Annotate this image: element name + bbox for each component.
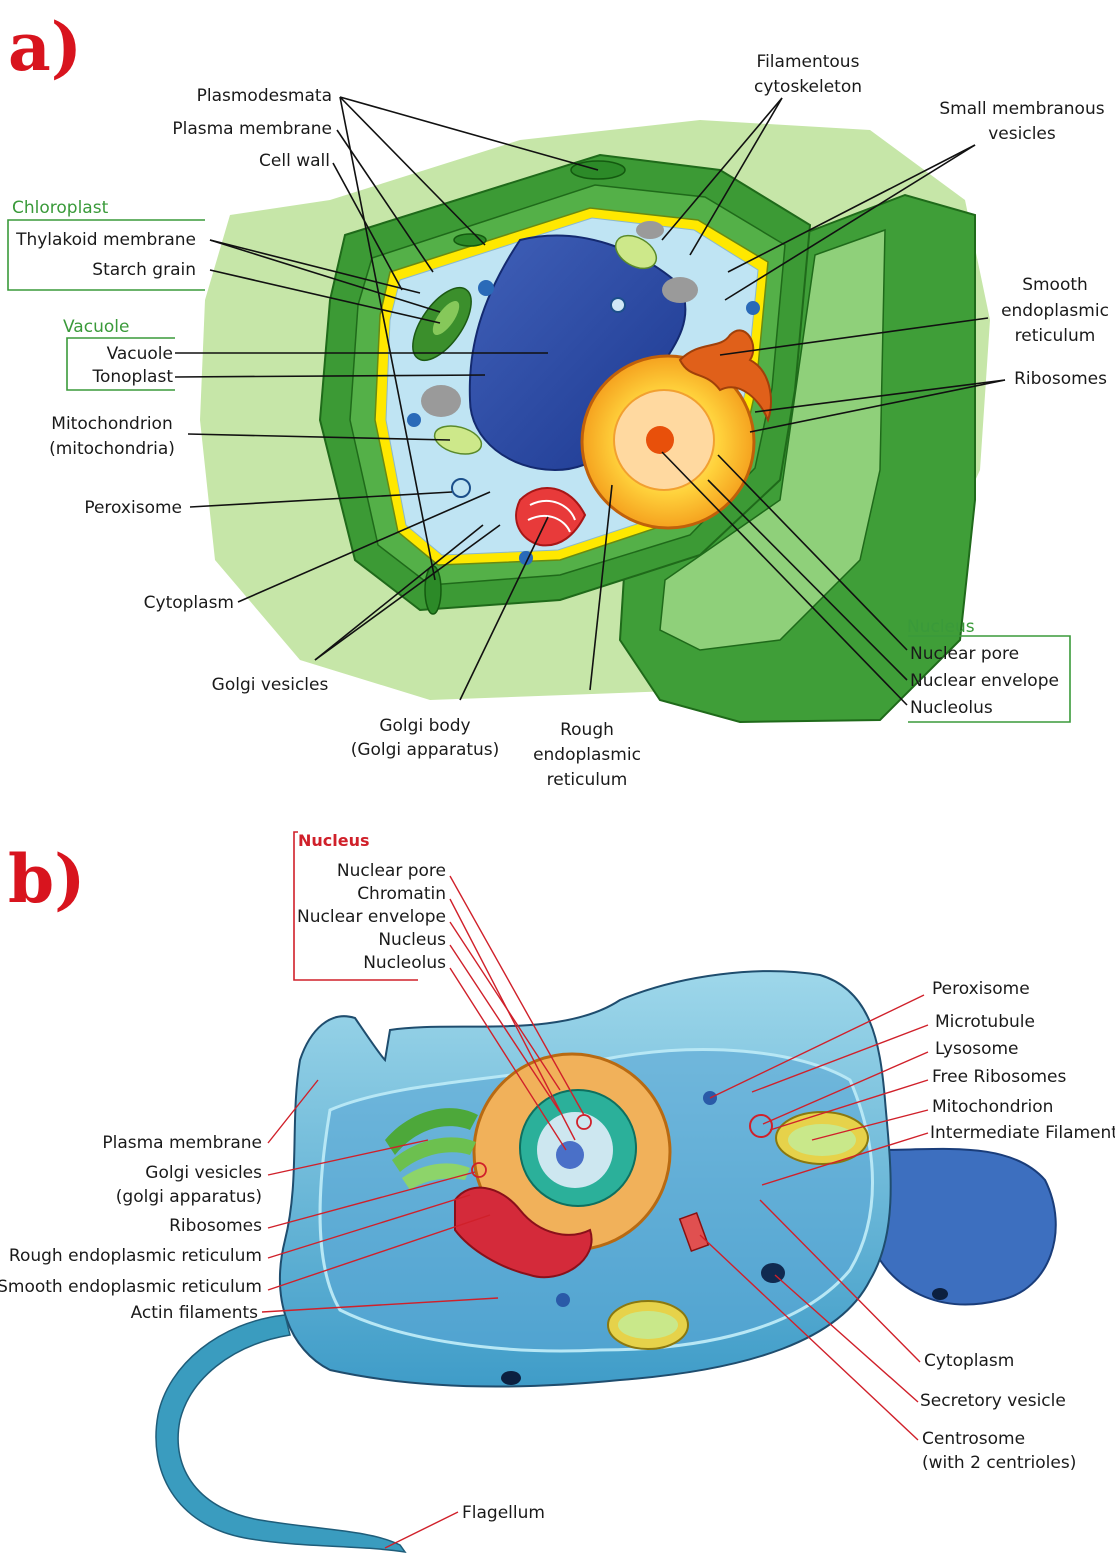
plant-group-nucleus: Nucleus — [907, 617, 975, 637]
plant-label-starch: Starch grain — [92, 260, 196, 280]
animal-label-flagellum: Flagellum — [462, 1503, 545, 1523]
plant-label-nuclear-envelope: Nuclear envelope — [910, 671, 1059, 691]
plant-label-smooth-er-1: Smooth — [1022, 275, 1088, 295]
plant-label-rough-er-3: reticulum — [547, 770, 628, 790]
plant-label-thylakoid: Thylakoid membrane — [15, 230, 196, 250]
animal-nucleolus-shape — [556, 1141, 584, 1169]
plant-label-plasma-membrane: Plasma membrane — [172, 119, 332, 139]
animal-dark-spot-1 — [501, 1371, 521, 1385]
plant-label-mitochondrion-2: (mitochondria) — [49, 439, 175, 459]
animal-label-mitochondrion: Mitochondrion — [932, 1097, 1053, 1117]
plant-nucleolus-shape — [646, 426, 674, 454]
plant-group-chloroplast: Chloroplast — [12, 198, 109, 218]
animal-label-ribosomes: Ribosomes — [169, 1216, 262, 1236]
animal-label-golgi-1: Golgi vesicles — [145, 1163, 262, 1183]
plant-group-vacuole: Vacuole — [63, 317, 129, 337]
animal-label-nuclear-pore: Nuclear pore — [337, 861, 446, 881]
animal-cell-back-lobe — [880, 1149, 1056, 1305]
animal-mitochondrion-1-inner — [788, 1124, 856, 1156]
plant-label-smooth-er-3: reticulum — [1015, 326, 1096, 346]
plant-peroxisome-shape — [452, 479, 470, 497]
animal-label-chromatin: Chromatin — [357, 884, 446, 904]
plant-grey-body-2 — [662, 277, 698, 303]
plant-label-filament-1: Filamentous — [757, 52, 860, 72]
plant-label-small-vesicles-2: vesicles — [988, 124, 1056, 144]
animal-vesicle-1 — [556, 1293, 570, 1307]
animal-mitochondrion-2-inner — [618, 1311, 678, 1339]
animal-label-golgi-2: (golgi apparatus) — [116, 1187, 262, 1207]
animal-label-intermediate: Intermediate Filaments — [930, 1123, 1115, 1143]
animal-label-rough-er: Rough endoplasmic reticulum — [9, 1246, 262, 1266]
plant-grey-body-3 — [636, 221, 664, 239]
animal-label-secretory: Secretory vesicle — [920, 1391, 1066, 1411]
plant-label-tonoplast: Tonoplast — [91, 367, 173, 387]
plant-cell — [200, 120, 990, 722]
plant-label-smooth-er-2: endoplasmic — [1001, 301, 1109, 321]
animal-label-microtubule: Microtubule — [935, 1012, 1035, 1032]
plant-label-cytoplasm: Cytoplasm — [144, 593, 234, 613]
plant-vesicle-3 — [407, 413, 421, 427]
animal-label-centrosome-2: (with 2 centrioles) — [922, 1453, 1076, 1473]
plant-label-golgi-vesicles: Golgi vesicles — [212, 675, 329, 695]
animal-label-peroxisome: Peroxisome — [932, 979, 1030, 999]
plant-label-vacuole: Vacuole — [107, 344, 173, 364]
plant-label-ribosomes: Ribosomes — [1014, 369, 1107, 389]
animal-label-nucleus: Nucleus — [378, 930, 446, 950]
plant-label-filament-2: cytoskeleton — [754, 77, 862, 97]
plant-label-plasmodesmata: Plasmodesmata — [197, 86, 332, 106]
animal-cell — [156, 971, 1056, 1552]
animal-label-free-ribosomes: Free Ribosomes — [932, 1067, 1066, 1087]
plant-label-cell-wall: Cell wall — [259, 151, 330, 171]
panel-label-b: b) — [8, 840, 85, 918]
plant-grey-body-1 — [421, 385, 461, 417]
animal-dark-spot-2 — [932, 1288, 948, 1300]
plant-label-nuclear-pore: Nuclear pore — [910, 644, 1019, 664]
plant-label-rough-er-1: Rough — [560, 720, 614, 740]
animal-label-nucleolus: Nucleolus — [363, 953, 446, 973]
animal-label-centrosome-1: Centrosome — [922, 1429, 1025, 1449]
panel-label-a: a) — [8, 8, 82, 86]
plant-label-mitochondrion-1: Mitochondrion — [51, 414, 172, 434]
plant-vesicle-4 — [746, 301, 760, 315]
animal-label-smooth-er: Smooth endoplasmic reticulum — [0, 1277, 262, 1297]
animal-group-nucleus: Nucleus — [298, 831, 370, 850]
animal-label-lysosome: Lysosome — [935, 1039, 1019, 1059]
plant-vesicle-2 — [478, 280, 494, 296]
plant-label-golgi-body-2: (Golgi apparatus) — [351, 740, 500, 760]
plant-label-rough-er-2: endoplasmic — [533, 745, 641, 765]
plant-vesicle-1 — [611, 298, 625, 312]
animal-label-cytoplasm: Cytoplasm — [924, 1351, 1014, 1371]
animal-label-plasma-membrane: Plasma membrane — [102, 1133, 262, 1153]
plant-label-nucleolus: Nucleolus — [910, 698, 993, 718]
plant-label-peroxisome: Peroxisome — [84, 498, 182, 518]
plant-label-small-vesicles-1: Small membranous — [939, 99, 1104, 119]
animal-label-actin: Actin filaments — [131, 1303, 259, 1323]
plant-label-golgi-body-1: Golgi body — [379, 716, 470, 736]
animal-label-nuclear-envelope: Nuclear envelope — [297, 907, 446, 927]
